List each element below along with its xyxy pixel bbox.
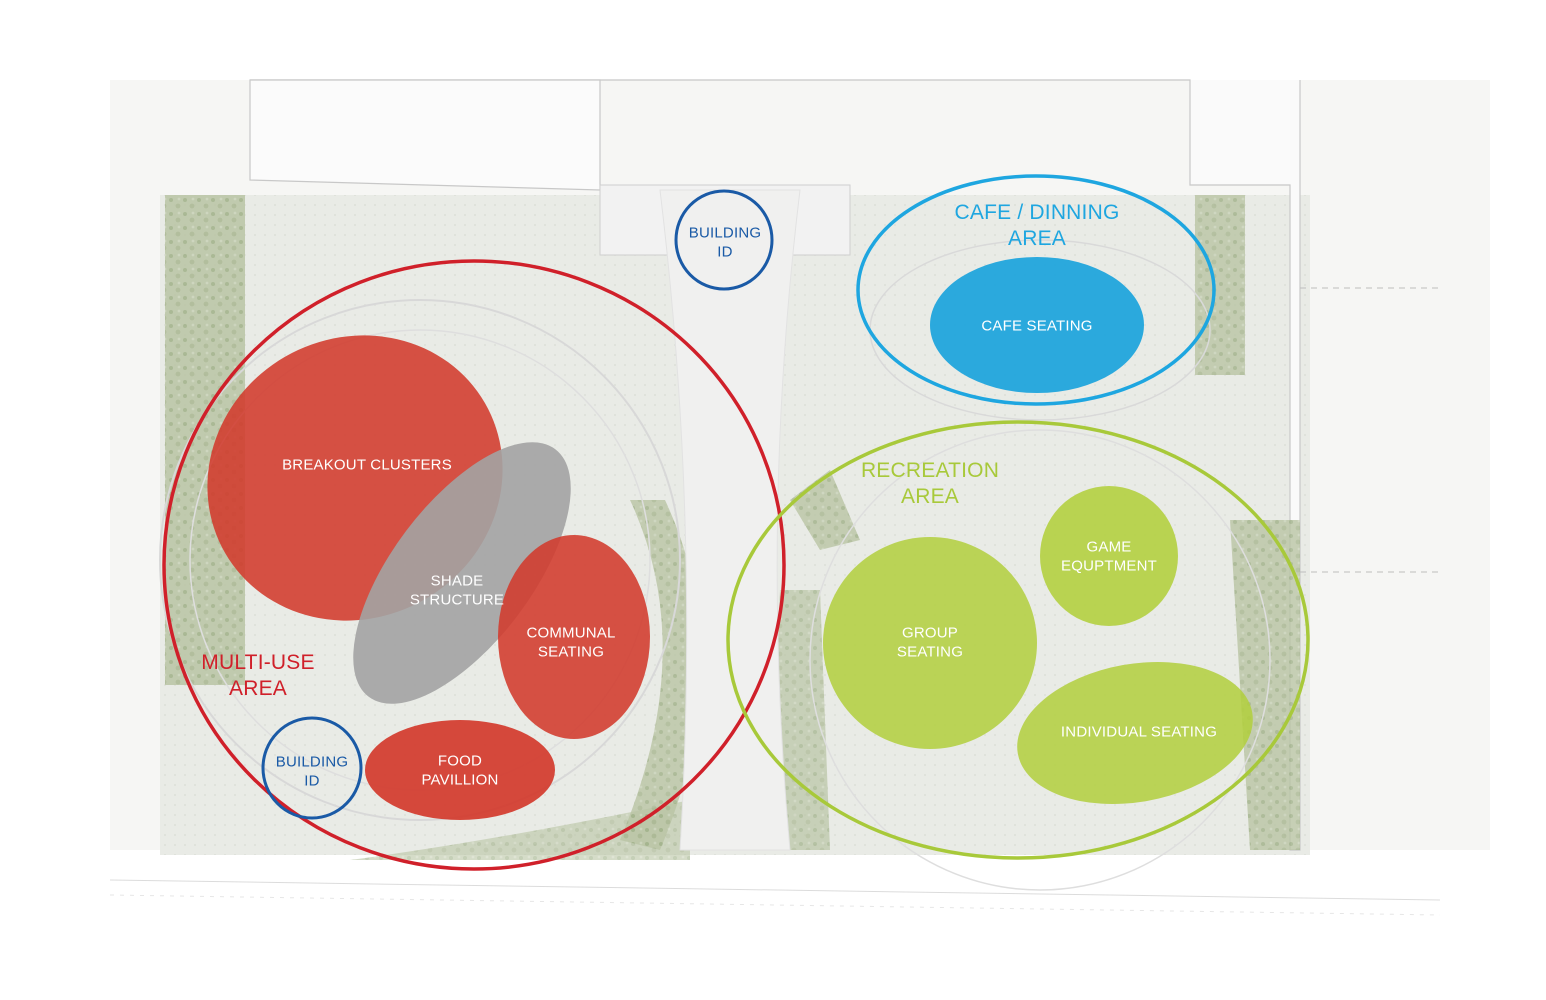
cafe-area-label: CAFE / DINNING AREA <box>954 200 1120 250</box>
food-pavillion-label: FOOD PAVILLION <box>421 752 499 788</box>
multi-use-area-outline <box>162 259 786 871</box>
building-id-outline-bottom <box>261 716 363 820</box>
recreation-area-outline <box>726 420 1310 860</box>
shade-structure-label: SHADE STRUCTURE <box>409 572 505 608</box>
group-seating-zone <box>823 537 1037 749</box>
recreation-area-label: RECREATION AREA <box>860 458 1000 508</box>
communal-seating-zone <box>498 535 650 739</box>
multi-use-area-label: MULTI-USE AREA <box>201 650 315 700</box>
group-seating-label: GROUP SEATING <box>896 624 964 660</box>
zone-outlines <box>162 174 1310 871</box>
shade-structure-zone <box>353 442 571 704</box>
building-id-outline-top <box>674 189 774 291</box>
breakout-clusters-label: BREAKOUT CLUSTERS <box>282 456 452 474</box>
cafe-seating-label: CAFE SEATING <box>981 317 1093 335</box>
game-equipment-zone <box>1040 486 1178 626</box>
building-id-label-bottom: BUILDING ID <box>275 753 349 789</box>
communal-seating-label: COMMUNAL SEATING <box>526 624 616 660</box>
individual-seating-label: INDIVIDUAL SEATING <box>1060 723 1218 741</box>
food-pavillion-zone <box>365 720 555 820</box>
individual-seating-zone <box>1017 661 1253 805</box>
cafe-area-outline <box>856 174 1216 406</box>
game-equipment-label: GAME EQUPTMENT <box>1061 538 1157 574</box>
building-id-label-top: BUILDING ID <box>688 224 762 260</box>
cafe-seating-zone <box>930 257 1144 393</box>
subzone-shapes <box>207 257 1253 820</box>
